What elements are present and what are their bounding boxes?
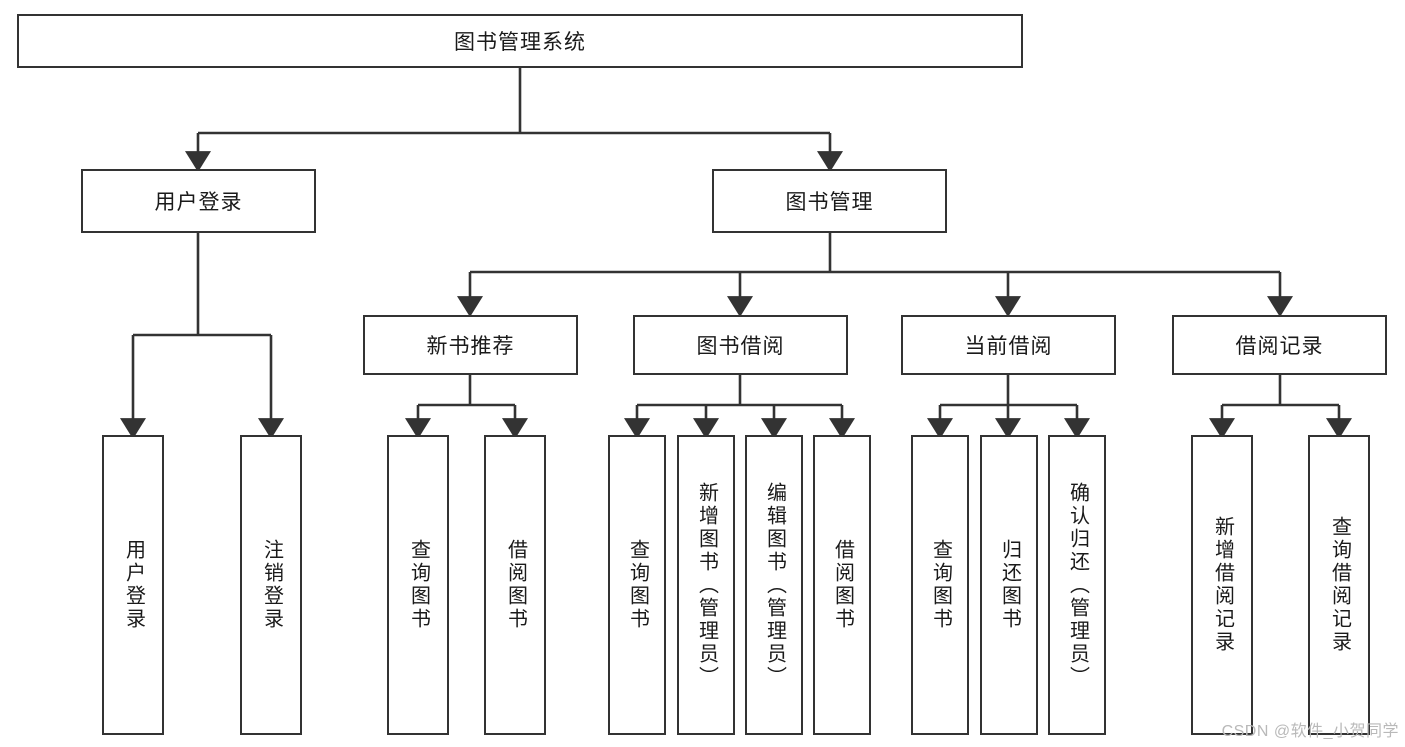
leaf-user-login-logout[interactable]: 注销登录 <box>240 435 302 735</box>
leaf-new-book-query-book[interactable]: 查询图书 <box>387 435 449 735</box>
node-label: 当前借阅 <box>964 335 1053 358</box>
node-label: 用户登录 <box>154 191 243 214</box>
node-label: 查询借阅记录 <box>1328 516 1351 654</box>
leaf-borrow-record-add-record[interactable]: 新增借阅记录 <box>1191 435 1253 735</box>
node-label: 查询图书 <box>929 539 952 631</box>
node-current-borrow[interactable]: 当前借阅 <box>901 315 1116 375</box>
node-label: 用户登录 <box>122 539 145 631</box>
node-label: 图书管理系统 <box>454 31 586 54</box>
leaf-book-borrow-add-book-admin[interactable]: 新增图书（管理员） <box>677 435 735 735</box>
node-label: 确认归还（管理员） <box>1066 481 1089 689</box>
leaf-new-book-borrow-book[interactable]: 借阅图书 <box>484 435 546 735</box>
leaf-current-borrow-return-book[interactable]: 归还图书 <box>980 435 1038 735</box>
node-label: 借阅图书 <box>831 539 854 631</box>
leaf-current-borrow-query-book[interactable]: 查询图书 <box>911 435 969 735</box>
node-label: 借阅图书 <box>504 539 527 631</box>
leaf-book-borrow-edit-book-admin[interactable]: 编辑图书（管理员） <box>745 435 803 735</box>
node-label: 图书借阅 <box>696 335 785 358</box>
leaf-book-borrow-borrow-book[interactable]: 借阅图书 <box>813 435 871 735</box>
node-label: 查询图书 <box>407 539 430 631</box>
node-label: 新书推荐 <box>426 335 515 358</box>
leaf-user-login-login[interactable]: 用户登录 <box>102 435 164 735</box>
node-label: 新增图书（管理员） <box>695 481 718 689</box>
node-user-login[interactable]: 用户登录 <box>81 169 316 233</box>
node-label: 图书管理 <box>785 191 874 214</box>
node-label: 查询图书 <box>626 539 649 631</box>
node-label: 归还图书 <box>998 539 1021 631</box>
node-label: 注销登录 <box>260 539 283 631</box>
node-label: 编辑图书（管理员） <box>763 481 786 689</box>
leaf-book-borrow-query-book[interactable]: 查询图书 <box>608 435 666 735</box>
node-borrow-record[interactable]: 借阅记录 <box>1172 315 1387 375</box>
node-label: 借阅记录 <box>1235 335 1324 358</box>
node-root-book-management-system[interactable]: 图书管理系统 <box>17 14 1023 68</box>
node-new-book-recommend[interactable]: 新书推荐 <box>363 315 578 375</box>
leaf-current-borrow-confirm-return-admin[interactable]: 确认归还（管理员） <box>1048 435 1106 735</box>
leaf-borrow-record-query-record[interactable]: 查询借阅记录 <box>1308 435 1370 735</box>
node-book-borrow[interactable]: 图书借阅 <box>633 315 848 375</box>
node-label: 新增借阅记录 <box>1211 516 1234 654</box>
node-book-management[interactable]: 图书管理 <box>712 169 947 233</box>
